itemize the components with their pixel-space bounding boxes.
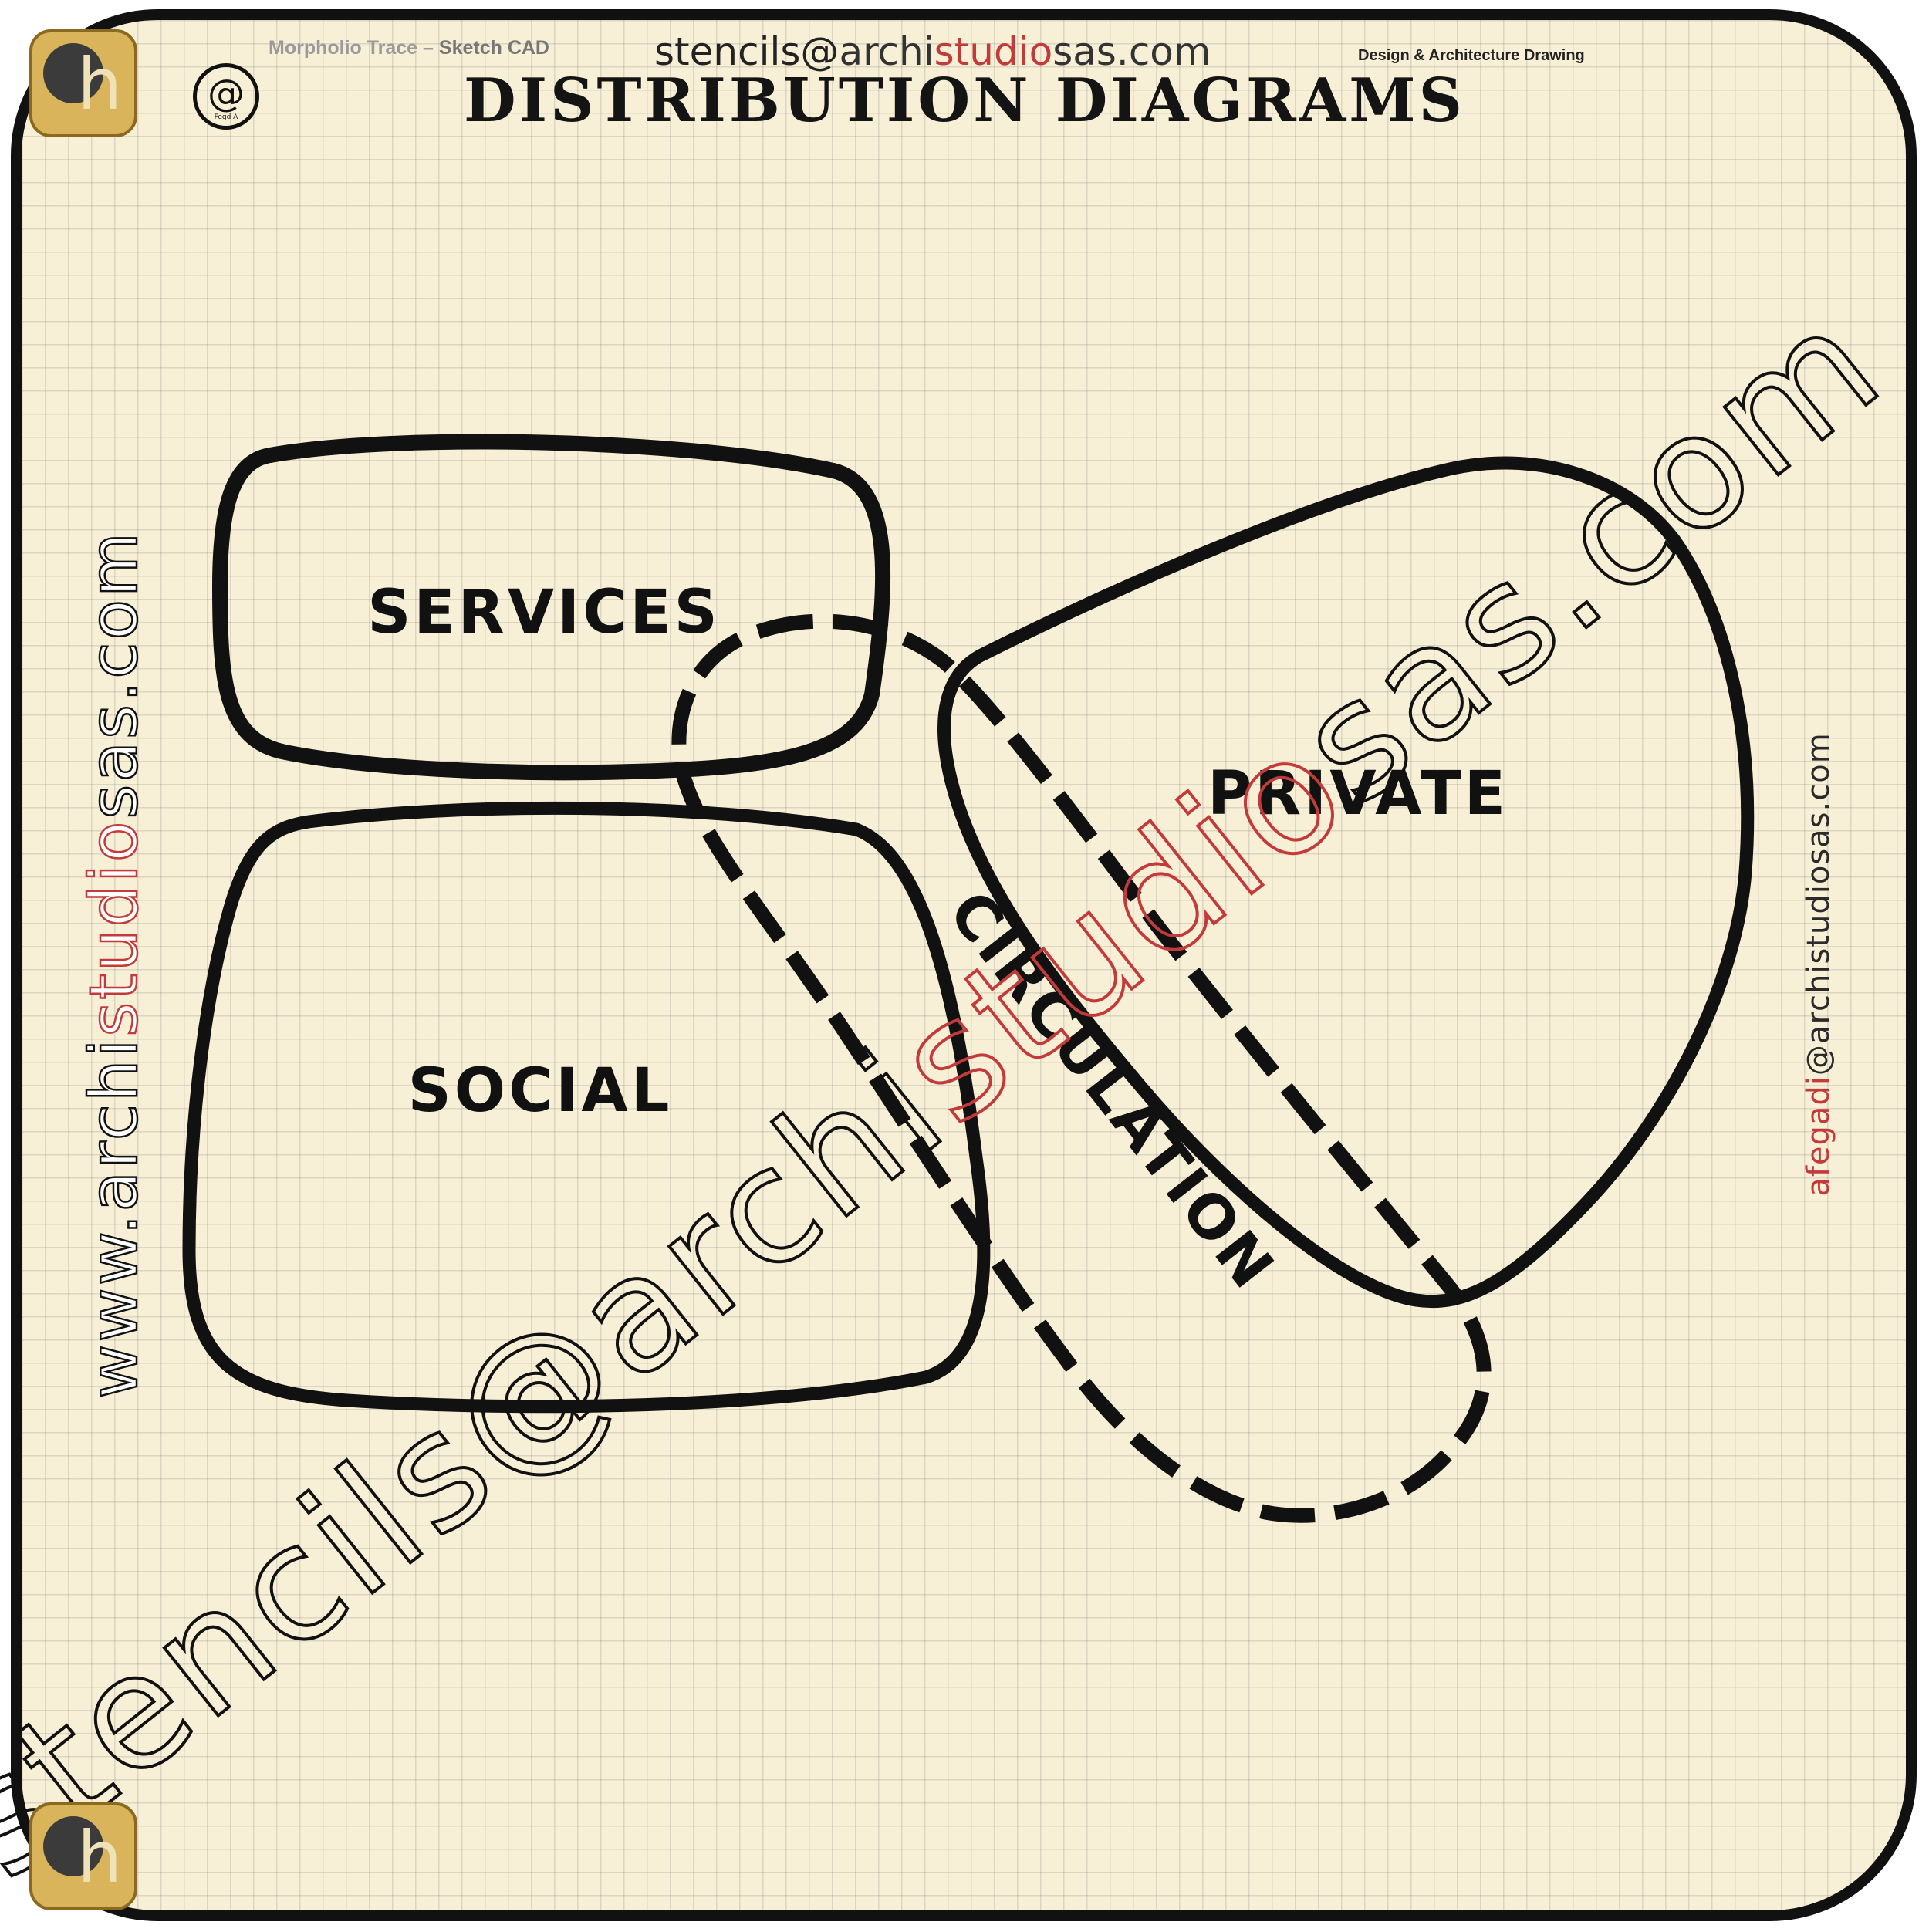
logo-dark-circle [43, 43, 103, 103]
logo-letter: h [77, 1816, 123, 1899]
diagonal-watermark-prefix: stencils@archi [0, 1015, 979, 1913]
services-label: SERVICES [367, 578, 721, 647]
header-email-suffix: sas.com [1052, 29, 1211, 74]
circulation-zone [671, 613, 1492, 1523]
page-title: DISTRIBUTION DIAGRAMS [464, 66, 1465, 136]
header-email-prefix: stencils@ [654, 29, 840, 74]
private-label: PRIVATE [1208, 759, 1508, 829]
app-name-separator: – [417, 37, 439, 59]
social-label: SOCIAL [408, 1056, 673, 1126]
header-subtitle: Design & Architecture Drawing [1358, 47, 1585, 64]
logo-letter: h [77, 43, 123, 126]
header-email: stencils@archistudiosas.com [654, 32, 1211, 71]
app-name: Morpholio Trace – Sketch CAD [269, 39, 549, 58]
header-email-studio: studio [934, 29, 1053, 74]
private-zone [937, 456, 1755, 1309]
diagonal-watermark-suffix: sas.com [1266, 271, 1914, 839]
diagonal-watermark: stencils@archistudiosas.com [0, 271, 1915, 1913]
at-badge-symbol: @ [208, 72, 245, 115]
at-badge-caption: Fegd A [214, 113, 238, 121]
header-email-archi: archi [839, 29, 934, 74]
app-logo-icon: h [29, 29, 137, 137]
services-zone [212, 434, 891, 781]
logo-dark-circle [43, 1816, 103, 1876]
drawing-sheet [11, 9, 1917, 1921]
app-name-sub: Sketch CAD [438, 37, 549, 59]
app-logo-icon-bottom: h [29, 1802, 137, 1910]
social-zone [182, 801, 991, 1414]
app-name-main: Morpholio Trace [269, 37, 418, 59]
at-badge-icon: @ Fegd A [193, 63, 259, 130]
